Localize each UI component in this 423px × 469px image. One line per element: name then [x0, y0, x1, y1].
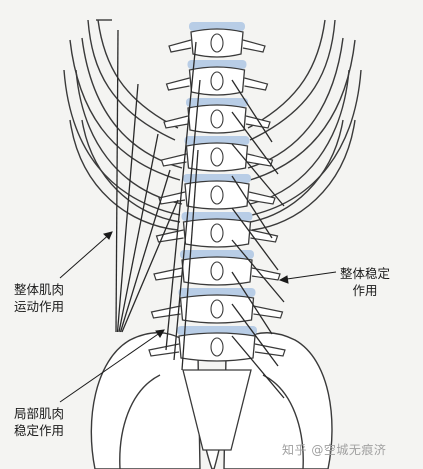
local-stability-muscle-line	[181, 149, 199, 371]
intervertebral-disc	[177, 326, 257, 335]
label-global-stability: 整体稳定 作用	[340, 265, 390, 299]
intervertebral-disc	[180, 250, 254, 259]
sacrum	[182, 369, 252, 451]
muscle-lines	[115, 29, 285, 399]
intervertebral-disc	[186, 98, 248, 107]
global-stability-muscle-line	[231, 303, 279, 367]
intervertebral-disc	[183, 174, 251, 183]
spinous-process	[210, 261, 224, 281]
label-local-stability-line1: 局部肌肉	[14, 406, 65, 421]
transverse-process-left	[153, 267, 183, 281]
intervertebral-disc	[184, 136, 250, 145]
label-global-movement-line1: 整体肌肉	[14, 282, 65, 297]
global-stability-muscle-line	[231, 79, 273, 143]
global-stability-muscle-line	[231, 335, 285, 399]
ribcage-left	[63, 19, 183, 231]
transverse-process-left	[160, 153, 187, 167]
local-stability-muscle-line	[173, 79, 201, 361]
spinous-process	[210, 337, 224, 357]
spinous-process	[210, 71, 224, 91]
spinous-process	[210, 223, 224, 243]
transverse-process-left	[168, 39, 192, 53]
label-global-movement-line2: 运动作用	[14, 299, 65, 314]
label-local-stability-line2: 稳定作用	[14, 423, 65, 438]
label-global-stability-line1: 整体稳定	[340, 266, 391, 281]
watermark-text: 知乎 @空城无痕济	[282, 443, 387, 457]
transverse-process-left	[148, 343, 180, 357]
intervertebral-disc	[189, 22, 245, 31]
transverse-process-left	[165, 77, 190, 91]
transverse-process-right	[248, 191, 276, 205]
intervertebral-disc	[187, 60, 247, 69]
label-global-stability-line2: 作用	[352, 283, 378, 298]
transverse-process-right	[242, 39, 266, 53]
spinous-process	[210, 185, 224, 205]
transverse-process-right	[253, 305, 284, 319]
transverse-process-right	[250, 229, 279, 243]
intervertebral-disc	[181, 212, 253, 221]
global-stability-muscle-line	[231, 143, 285, 207]
global-stability-muscle-line	[231, 175, 273, 239]
global-stability-muscle-line	[231, 239, 285, 303]
global-movement-muscle-line	[121, 199, 179, 333]
label-global-movement: 整体肌肉 运动作用	[14, 281, 64, 315]
vertebral-column	[148, 22, 286, 451]
transverse-process-left	[163, 115, 189, 129]
leader-lines	[59, 231, 337, 403]
spinous-process	[210, 147, 224, 167]
global-movement-muscle-line	[116, 83, 139, 333]
spinous-process	[210, 33, 224, 53]
transverse-process-left	[150, 305, 181, 319]
global-movement-muscle-line	[119, 169, 171, 333]
transverse-process-right	[251, 267, 281, 281]
spinous-process	[210, 299, 224, 319]
global-stability-muscle-line	[231, 207, 279, 271]
label-local-stability: 局部肌肉 稳定作用	[14, 405, 64, 439]
intervertebral-disc	[178, 288, 256, 297]
global-movement-muscle-line	[118, 133, 159, 333]
global-stability-muscle-line	[231, 271, 273, 335]
global-movement-muscle-line	[115, 29, 119, 333]
transverse-process-right	[244, 77, 269, 91]
transverse-process-right	[245, 115, 271, 129]
transverse-process-right	[247, 153, 274, 167]
local-stability-muscle-line	[165, 41, 197, 351]
spinous-process	[210, 109, 224, 129]
global-stability-muscle-line	[231, 111, 279, 175]
